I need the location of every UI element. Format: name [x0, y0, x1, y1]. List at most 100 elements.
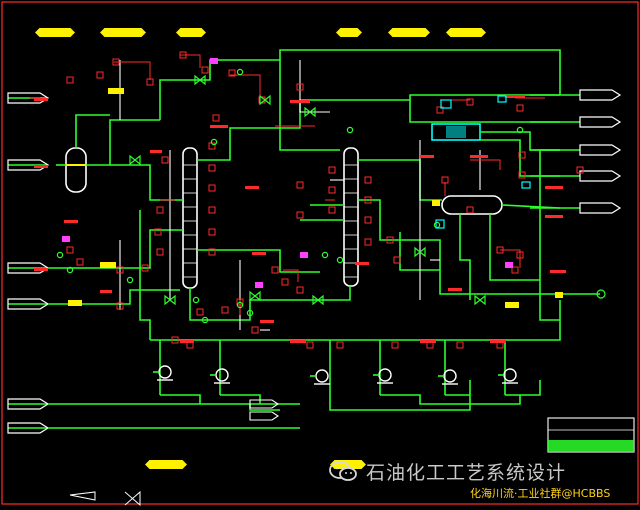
- instrument-tag: [179, 51, 187, 59]
- instrument-tag: [466, 206, 474, 214]
- instrument-tag: [516, 104, 524, 112]
- control-valve: [414, 246, 426, 258]
- instrument-tag: [386, 236, 394, 244]
- tag-bar: [550, 270, 566, 273]
- instrument-bubble: [210, 138, 218, 146]
- instrument-bubble: [201, 316, 209, 324]
- highlight-box: [497, 95, 507, 103]
- pid-layer: [7, 28, 635, 507]
- battery-limit-flag: [249, 399, 279, 409]
- control-valve: [474, 294, 486, 306]
- battery-limit-flag: [7, 398, 50, 410]
- instrument-tag: [208, 164, 216, 172]
- control-valve: [249, 290, 261, 302]
- section-mark: [124, 490, 141, 507]
- tag-bar: [64, 220, 78, 223]
- battery-limit-flag: [579, 89, 622, 101]
- instrument-tag: [328, 166, 336, 174]
- battery-limit-flag: [579, 144, 622, 156]
- signal-line: [114, 61, 151, 80]
- instrument-bubble: [126, 276, 134, 284]
- tag-bar: [245, 186, 259, 189]
- magenta-tag: [300, 252, 308, 258]
- instrument-bubble: [346, 126, 354, 134]
- instrument-tag: [436, 106, 444, 114]
- process-line: [197, 94, 560, 161]
- top-stream-tag: [336, 28, 362, 37]
- instrument-bubble: [516, 126, 524, 134]
- process-line: [489, 214, 540, 281]
- battery-limit-flag: [7, 298, 50, 310]
- instrument-tag: [518, 151, 526, 159]
- instrument-bubble: [321, 251, 329, 259]
- north-arrow: [69, 491, 96, 501]
- tag-bar: [150, 150, 162, 153]
- outlet-nozzle: [596, 289, 606, 299]
- instrument-tag: [208, 206, 216, 214]
- tag-bar: [448, 288, 462, 291]
- tag-bar: [252, 252, 266, 255]
- instrument-tag: [516, 251, 524, 259]
- tag-bar: [420, 155, 434, 158]
- tag-bar: [505, 95, 525, 98]
- instrument-tag: [271, 266, 279, 274]
- tag-bar: [34, 268, 48, 271]
- instrument-tag: [208, 228, 216, 236]
- title-block-band: [548, 440, 634, 452]
- top-stream-tag: [35, 28, 75, 37]
- watermark-text: 石油化工工艺系统设计: [366, 461, 567, 484]
- instrument-tag: [466, 98, 474, 106]
- instrument-tag: [296, 181, 304, 189]
- highlight-box: [440, 99, 452, 109]
- process-line: [139, 210, 151, 340]
- instrument-tag: [456, 341, 464, 349]
- watermark: 石油化工工艺系统设计: [328, 458, 638, 484]
- signal-line: [500, 249, 521, 268]
- highlight-box: [521, 181, 531, 189]
- instrument-tag: [96, 71, 104, 79]
- instrument-tag: [208, 248, 216, 256]
- tag-bar: [34, 165, 48, 168]
- instrument-tag: [576, 166, 584, 174]
- instrument-tag: [328, 206, 336, 214]
- process-line: [160, 394, 201, 404]
- column-2: [343, 147, 359, 287]
- instrument-tag: [296, 211, 304, 219]
- instrument-tag: [496, 246, 504, 254]
- tag-bar: [180, 340, 194, 343]
- process-line: [358, 199, 540, 295]
- instrument-tag: [364, 176, 372, 184]
- instrument-tag: [112, 58, 120, 66]
- process-line: [220, 394, 261, 404]
- instrument-tag: [66, 76, 74, 84]
- instrument-tag: [364, 216, 372, 224]
- tag-bar: [470, 155, 488, 158]
- signal-line: [283, 269, 299, 282]
- stream-box: [108, 88, 124, 94]
- magenta-tag: [255, 282, 263, 288]
- pipe-line: [86, 119, 160, 166]
- process-line: [539, 149, 560, 321]
- instrument-tag: [296, 83, 304, 91]
- instrument-tag: [116, 302, 124, 310]
- tag-bar: [100, 290, 112, 293]
- instrument-bubble: [66, 266, 74, 274]
- instrument-bubble: [192, 296, 200, 304]
- instrument-tag: [518, 171, 526, 179]
- control-valve: [304, 106, 316, 118]
- stream-box: [68, 300, 82, 306]
- bottom-stream-tag: [145, 460, 187, 469]
- process-line: [197, 249, 320, 273]
- instrument-tag: [156, 248, 164, 256]
- instrument-tag: [116, 266, 124, 274]
- instrument-tag: [228, 69, 236, 77]
- process-line: [501, 204, 561, 209]
- stream-box: [505, 302, 519, 308]
- process-line: [159, 49, 561, 120]
- battery-limit-flag: [579, 170, 622, 182]
- magenta-tag: [62, 236, 70, 242]
- instrument-tag: [328, 186, 336, 194]
- tag-bar: [355, 262, 369, 265]
